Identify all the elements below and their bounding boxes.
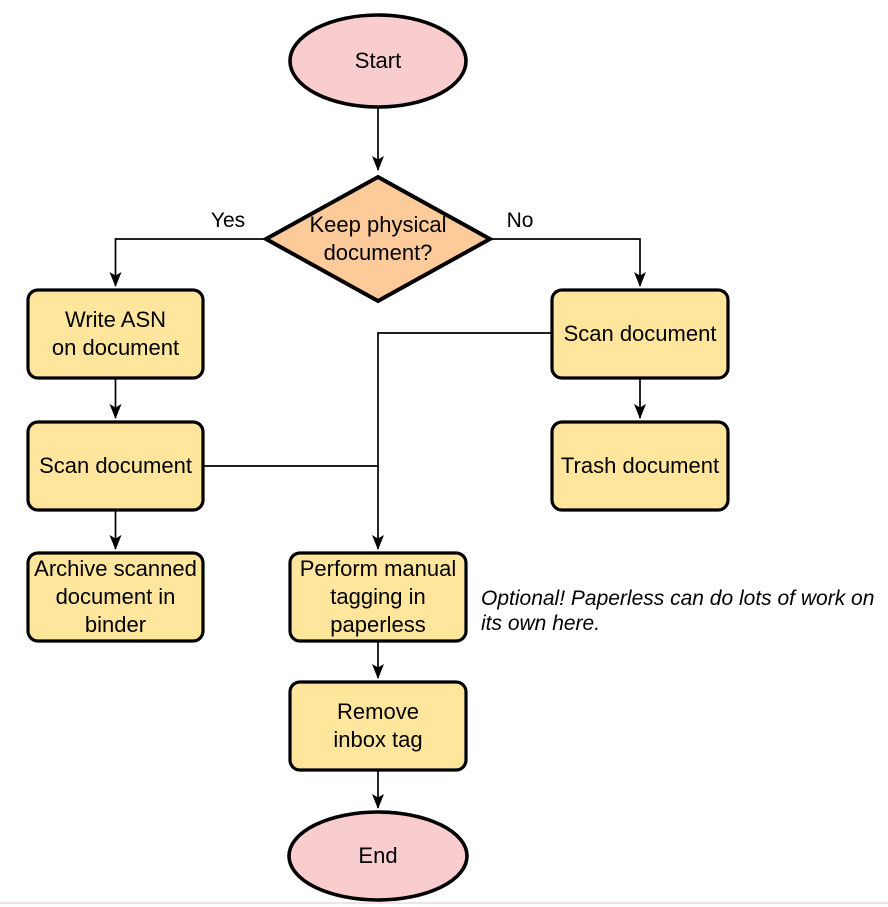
- edge-scan-right-to-tagging: [372, 332, 552, 550]
- edge-decision-to-scan-right: [492, 238, 646, 287]
- remove-inbox-tag-shape: [288, 680, 468, 772]
- write-asn-shape: [26, 288, 205, 380]
- write-asn-node-label: Write ASN on document: [51, 307, 180, 360]
- scan-document-left-node-label: Scan document: [39, 453, 192, 478]
- manual-tagging-node-label: Perform manual tagging in paperless: [299, 556, 457, 637]
- optional-note-text: Optional! Paperless can do lots of work …: [481, 587, 875, 635]
- manual-tagging-shape: [288, 551, 468, 643]
- scan-document-right-shape: [550, 288, 730, 380]
- end-node-label: End: [358, 843, 398, 868]
- edge-decision-to-write-asn: [109, 238, 264, 287]
- archive-binder-node-label: Archive scanned document in binder: [34, 556, 197, 637]
- trash-document-node-label: Trash document: [560, 453, 720, 478]
- scan-document-left-shape: [26, 420, 205, 512]
- end-terminal-shape: [287, 810, 469, 902]
- trash-document-shape: [550, 420, 730, 512]
- start-terminal-shape: [288, 13, 468, 109]
- archive-binder-shape: [26, 551, 205, 643]
- remove-inbox-tag-node-label: Remove inbox tag: [333, 699, 423, 752]
- no-edge-label: No: [504, 209, 536, 233]
- yes-edge-label: Yes: [208, 209, 248, 233]
- scan-document-right-node-label: Scan document: [563, 321, 717, 346]
- decision-diamond-shape: [261, 174, 495, 304]
- decision-node-label: Keep physical document?: [309, 212, 447, 265]
- page-bottom-divider: [0, 902, 888, 904]
- start-node-label: Start: [354, 48, 402, 73]
